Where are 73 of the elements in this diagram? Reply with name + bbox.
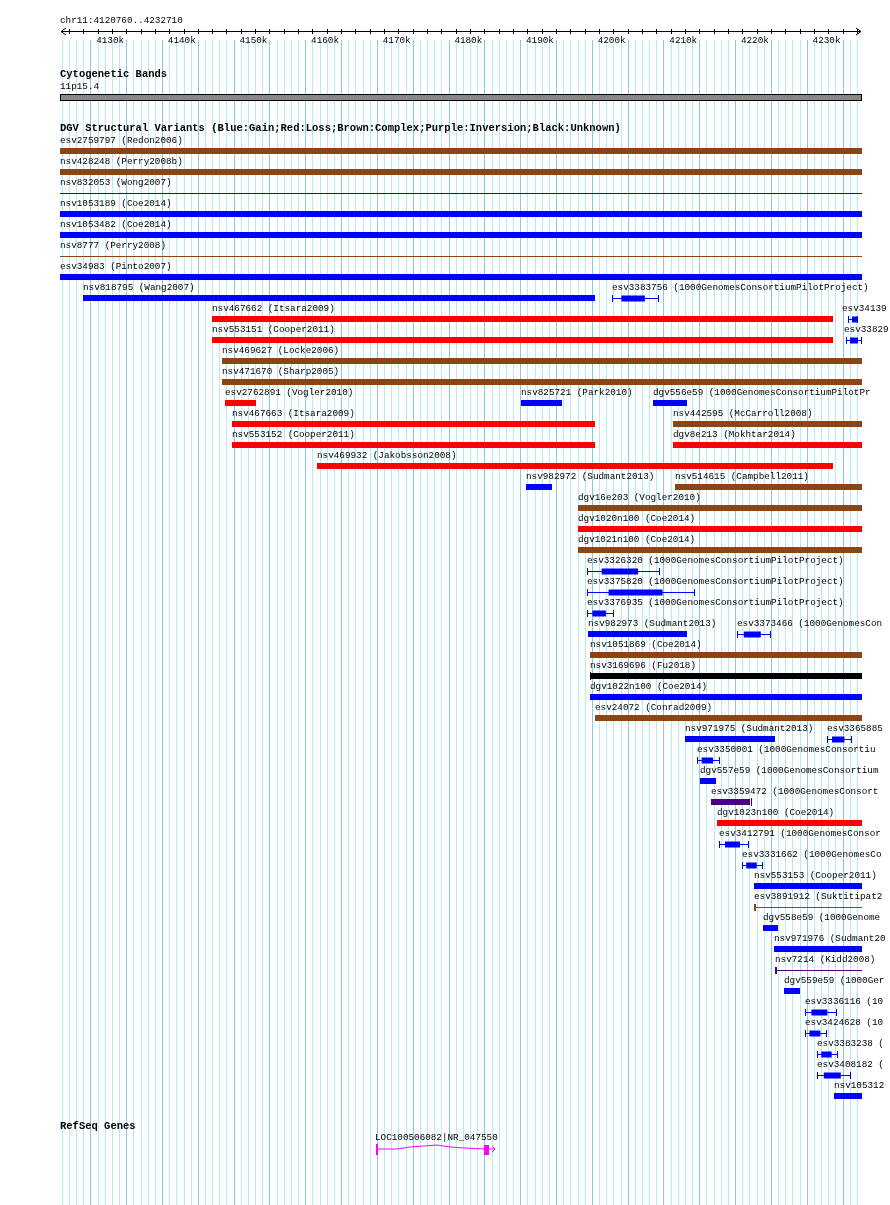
variant-label: esv3331662 (1000GenomesCo (742, 849, 882, 861)
variant-label: nsv442595 (McCarroll2008) (673, 408, 813, 420)
position-range-label: chr11:4120760..4232710 (60, 15, 183, 27)
variant-label: esv3383756 (1000GenomesConsortiumPilotProject) (612, 282, 869, 294)
variant-label: dgv1022n100 (Coe2014) (590, 681, 708, 693)
variant-label: nsv1051869 (Coe2014) (590, 639, 702, 651)
variant-label: nsv428248 (Perry2008b) (60, 156, 183, 168)
variant-label: esv2759797 (Redon2006) (60, 135, 183, 147)
variant-label: nsv818795 (Wang2007) (83, 282, 195, 294)
track-title: DGV Structural Variants (Blue:Gain;Red:Loss;Brown:Complex;Purple:Inversion;Black:Unknown) (60, 122, 621, 134)
variant-label: nsv553152 (Cooper2011) (232, 429, 355, 441)
variant-label: nsv469932 (Jakobsson2008) (317, 450, 457, 462)
tick-label: 4180k (454, 35, 483, 47)
tick-label: 4210k (669, 35, 698, 47)
variant-label: esv34139 (842, 303, 887, 315)
variant-label: nsv971976 (Sudmant20 (774, 933, 886, 945)
variant-label: nsv471670 (Sharp2005) (222, 366, 340, 378)
variant-label: dgv556e59 (1000GenomesConsortiumPilotPr (653, 387, 871, 399)
variant-label: nsv7214 (Kidd2008) (775, 954, 876, 966)
variant-label: esv33829 (844, 324, 889, 336)
tick-label: 4160k (311, 35, 339, 47)
variant-label: dgv559e59 (1000Ger (784, 975, 885, 987)
variant-label: esv2762891 (Vogler2010) (225, 387, 354, 399)
variant-label: esv3359472 (1000GenomesConsort (711, 786, 879, 798)
tick-label: 4130k (96, 35, 125, 47)
variant-label: nsv1053482 (Coe2014) (60, 219, 172, 231)
variant-label: esv3350001 (1000GenomesConsortiu (697, 744, 876, 756)
tick-label: 4150k (239, 35, 268, 47)
variant-label: dgv8e213 (Mokhtar2014) (673, 429, 796, 441)
track-title: RefSeq Genes (60, 1120, 136, 1132)
variant-label: nsv553151 (Cooper2011) (212, 324, 335, 336)
variant-label: esv3412791 (1000GenomesConsor (719, 828, 881, 840)
variant-label: dgv1021n100 (Coe2014) (578, 534, 696, 546)
variant-label: esv24072 (Conrad2009) (595, 702, 713, 714)
track-title: Cytogenetic Bands (60, 68, 168, 80)
variant-label: nsv514615 (Campbell2011) (675, 471, 809, 483)
tick-label: 4220k (740, 35, 769, 47)
variant-label: nsv467663 (Itsara2009) (232, 408, 355, 420)
variant-label: esv3336116 (10 (805, 996, 884, 1008)
variant-label: nsv469627 (Locke2006) (222, 345, 340, 357)
variant-label: nsv3169696 (Fu2018) (590, 660, 696, 672)
variant-label: esv3383238 ( (817, 1038, 884, 1050)
gene-label: LOC100506082|NR_047550 (375, 1132, 498, 1144)
variant-label: dgv557e59 (1000GenomesConsortium (700, 765, 879, 777)
variant-label: esv3365885 (827, 723, 883, 735)
variant-label: dgv558e59 (1000Genome (763, 912, 881, 924)
variant-label: nsv1053189 (Coe2014) (60, 198, 172, 210)
variant-label: dgv16e203 (Vogler2010) (578, 492, 701, 504)
variant-label: esv3408182 ( (817, 1059, 884, 1071)
variant-label: esv34983 (Pinto2007) (60, 261, 172, 273)
variant-label: nsv982973 (Sudmant2013) (588, 618, 717, 630)
tick-label: 4200k (597, 35, 626, 47)
variant-label: nsv832053 (Wong2007) (60, 177, 172, 189)
tick-label: 4190k (526, 35, 554, 47)
variant-label: nsv825721 (Park2010) (521, 387, 633, 399)
variant-label: esv3326320 (1000GenomesConsortiumPilotProject) (587, 555, 844, 567)
variant-label: esv3373466 (1000GenomesCon (737, 618, 883, 630)
variant-label: nsv105312 (834, 1080, 885, 1092)
variant-label: esv3375820 (1000GenomesConsortiumPilotProject) (587, 576, 844, 588)
variant-label: dgv1023n100 (Coe2014) (717, 807, 835, 819)
band-label: 11p15.4 (60, 81, 100, 93)
variant-label: nsv467662 (Itsara2009) (212, 303, 335, 315)
tick-label: 4170k (382, 35, 411, 47)
tick-label: 4140k (167, 35, 196, 47)
variant-label: nsv971975 (Sudmant2013) (685, 723, 814, 735)
variant-label: esv3891912 (Suktitipat2 (754, 891, 883, 903)
variant-label: nsv8777 (Perry2008) (60, 240, 166, 252)
tick-label: 4230k (812, 35, 841, 47)
variant-label: esv3376935 (1000GenomesConsortiumPilotProject) (587, 597, 844, 609)
variant-label: esv3424628 (10 (805, 1017, 884, 1029)
variant-label: dgv1020n100 (Coe2014) (578, 513, 696, 525)
variant-label: nsv982972 (Sudmant2013) (526, 471, 655, 483)
variant-label: nsv553153 (Cooper2011) (754, 870, 877, 882)
